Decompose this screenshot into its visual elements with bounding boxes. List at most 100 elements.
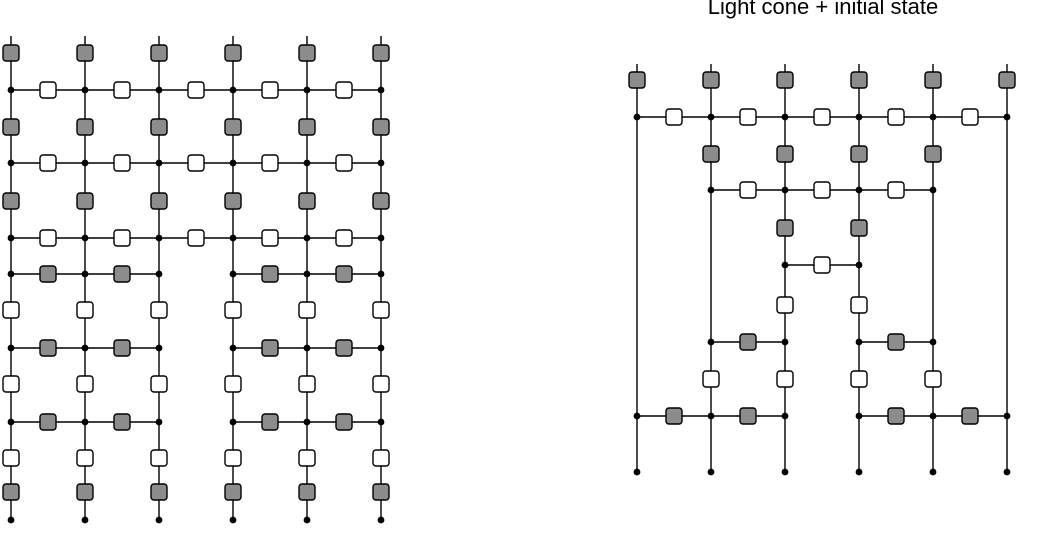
wire-node (781, 261, 789, 269)
wire-node (855, 261, 863, 269)
wire-node (303, 234, 311, 242)
white-gate (261, 154, 279, 172)
gray-gate (76, 192, 94, 210)
wire-node (1003, 113, 1011, 121)
gray-gate (372, 44, 390, 62)
wire-node (781, 412, 789, 420)
white-gate (372, 375, 390, 393)
wire-node (377, 86, 385, 94)
wire-node (81, 86, 89, 94)
gray-gate (224, 192, 242, 210)
gray-gate (372, 118, 390, 136)
white-gate (187, 154, 205, 172)
gray-gate (887, 407, 905, 425)
gray-gate (998, 71, 1016, 89)
wire-node (377, 418, 385, 426)
gray-gate (335, 265, 353, 283)
white-gate (39, 154, 57, 172)
white-gate (739, 108, 757, 126)
wire-node (7, 344, 15, 352)
white-gate (187, 81, 205, 99)
gray-gate (261, 265, 279, 283)
gray-gate (150, 192, 168, 210)
white-gate (224, 449, 242, 467)
wire-node (303, 418, 311, 426)
wire-node (1003, 412, 1011, 420)
gray-gate (76, 483, 94, 501)
white-gate (150, 449, 168, 467)
white-gate (372, 449, 390, 467)
gray-gate (776, 145, 794, 163)
wire-node (303, 516, 311, 524)
wire-node (81, 270, 89, 278)
gray-gate (924, 145, 942, 163)
wire-node (7, 516, 15, 524)
gray-gate (2, 44, 20, 62)
gray-gate (150, 483, 168, 501)
gray-gate (76, 44, 94, 62)
wire-node (781, 468, 789, 476)
wire-node (155, 234, 163, 242)
white-gate (813, 181, 831, 199)
white-gate (39, 229, 57, 247)
white-gate (372, 301, 390, 319)
wire-node (81, 234, 89, 242)
white-gate (335, 81, 353, 99)
gray-gate (113, 265, 131, 283)
wire-node (633, 412, 641, 420)
wire-node (707, 186, 715, 194)
gray-gate (628, 71, 646, 89)
gray-gate (298, 192, 316, 210)
white-gate (113, 81, 131, 99)
gray-gate (372, 192, 390, 210)
gray-gate (739, 333, 757, 351)
gray-gate (39, 339, 57, 357)
gray-gate (298, 118, 316, 136)
gray-gate (224, 483, 242, 501)
gray-gate (776, 71, 794, 89)
wire-node (377, 270, 385, 278)
wire-node (377, 516, 385, 524)
white-gate (665, 108, 683, 126)
white-gate (887, 181, 905, 199)
white-gate (813, 108, 831, 126)
wire-node (781, 338, 789, 346)
white-gate (776, 370, 794, 388)
white-gate (2, 375, 20, 393)
wire-node (81, 418, 89, 426)
wire-node (929, 412, 937, 420)
wire-node (377, 159, 385, 167)
gray-gate (113, 339, 131, 357)
wire-node (707, 468, 715, 476)
gray-gate (2, 118, 20, 136)
wire-node (229, 418, 237, 426)
white-gate (298, 449, 316, 467)
gray-gate (2, 192, 20, 210)
wire-node (229, 159, 237, 167)
white-gate (76, 449, 94, 467)
wire-node (855, 186, 863, 194)
wire-node (303, 344, 311, 352)
wire-node (707, 338, 715, 346)
gray-gate (739, 407, 757, 425)
wire-node (7, 234, 15, 242)
wire-node (155, 418, 163, 426)
wire-node (781, 186, 789, 194)
wire-node (707, 113, 715, 121)
gray-gate (39, 265, 57, 283)
gray-gate (961, 407, 979, 425)
gray-gate (150, 44, 168, 62)
white-gate (702, 370, 720, 388)
right-diagram-title: Light cone + initial state (707, 0, 939, 19)
white-gate (2, 301, 20, 319)
gray-gate (850, 145, 868, 163)
white-gate (261, 81, 279, 99)
white-gate (224, 375, 242, 393)
gray-gate (261, 339, 279, 357)
right-circuit-light-cone (628, 64, 1016, 476)
wire-node (155, 159, 163, 167)
gray-gate (298, 483, 316, 501)
gray-gate (924, 71, 942, 89)
gray-gate (39, 413, 57, 431)
white-gate (850, 370, 868, 388)
